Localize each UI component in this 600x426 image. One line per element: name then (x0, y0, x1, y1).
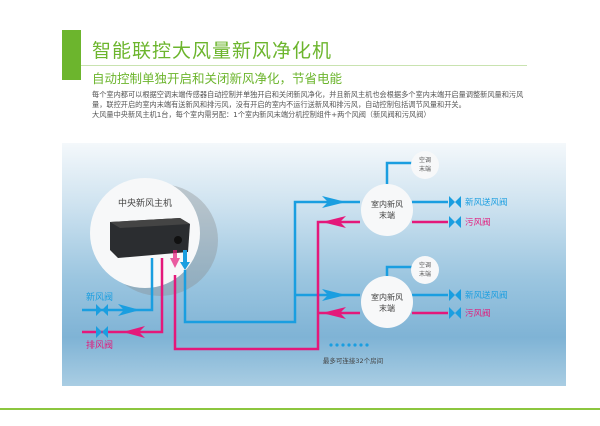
terminal-label: 室内新风 (371, 199, 403, 209)
diagram-svg: 中央新风主机 (82, 151, 508, 365)
main-unit-label: 中央新风主机 (118, 197, 172, 209)
fresh-valve-icon (96, 304, 108, 316)
max-rooms-note: 最多可连接32个房间 (323, 356, 383, 365)
terminal-label: 室内新风 (371, 292, 403, 302)
description-paragraph: 大风量中央新风主机1台，每个室内需另配：1个室内新风末端分机控制组件+两个风阀（… (92, 110, 431, 119)
airflow-arrows (118, 196, 346, 338)
ac-terminal-label: 末端 (419, 270, 431, 278)
dirty-valve-icon (449, 216, 461, 228)
ac-terminal-label: 空调 (419, 156, 431, 164)
exhaust-valve-label: 排风阀 (86, 339, 113, 351)
room-1: 空调 末端 室内新风 末端 新风送风阀 污风阀 (361, 151, 508, 236)
ac-terminal-label: 空调 (419, 261, 431, 269)
dirty-valve-label: 污风阀 (465, 217, 491, 228)
divider (81, 65, 527, 66)
terminal-label: 末端 (379, 303, 395, 313)
accent-bar (62, 30, 81, 80)
main-unit-machine (110, 218, 190, 258)
dirty-valve-label: 污风阀 (465, 308, 491, 319)
page-subtitle: 自动控制单独开启和关闭新风净化，节省电能 (92, 71, 343, 86)
supply-valve-icon (449, 289, 461, 301)
fresh-valve-label: 新风阀 (86, 291, 113, 303)
fresh-air-duct (82, 161, 448, 324)
supply-valve-label: 新风送风阀 (465, 197, 508, 208)
ac-terminal-circle (411, 151, 439, 179)
terminal-circle (361, 276, 413, 328)
more-rooms-dots (329, 343, 369, 347)
dirty-valve-icon (449, 307, 461, 319)
terminal-circle (361, 184, 413, 236)
supply-valve-icon (449, 196, 461, 208)
exhaust-valve-icon (96, 326, 108, 338)
ac-terminal-circle (411, 256, 439, 284)
terminal-label: 末端 (379, 210, 395, 220)
description-paragraph: 每个室内都可以根据空调末端传感器自动控制并单独开启和关闭新风净化，并且新风主机也… (92, 90, 524, 109)
supply-valve-label: 新风送风阀 (465, 290, 508, 301)
footer-line (0, 408, 600, 410)
room-2: 空调 末端 室内新风 末端 新风送风阀 污风阀 (361, 256, 508, 328)
ac-terminal-label: 末端 (419, 165, 431, 173)
page-title: 智能联控大风量新风净化机 (92, 40, 333, 62)
description: 每个室内都可以根据空调末端传感器自动控制并单独开启和关闭新风净化，并且新风主机也… (92, 90, 532, 120)
system-diagram: 中央新风主机 (62, 143, 566, 386)
